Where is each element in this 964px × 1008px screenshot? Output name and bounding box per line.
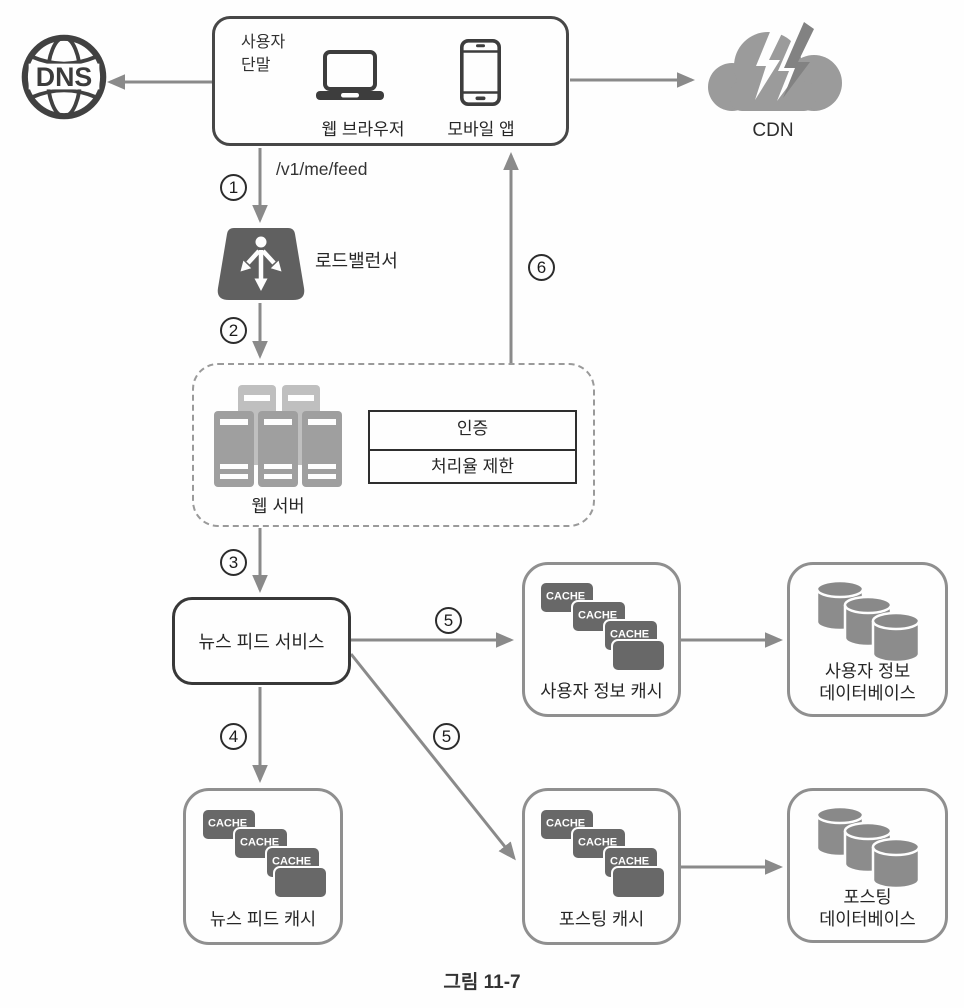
load-balancer-label: 로드밸런서 [315, 251, 398, 271]
auth-rate-limit-table: 인증 처리율 제한 [368, 410, 577, 484]
load-balancer-icon [217, 228, 305, 300]
posting-cache-label: 포스팅 캐시 [558, 909, 645, 929]
svg-text:CACHE: CACHE [240, 837, 279, 849]
news-feed-cache-box: CACHE CACHE CACHE 뉴스 피드 캐시 [183, 788, 343, 945]
svg-text:CACHE: CACHE [610, 856, 649, 868]
user-info-db-box: 사용자 정보 데이터베이스 [787, 562, 948, 717]
web-browser-label: 웹 브라우저 [321, 120, 405, 139]
step-6-badge: 6 [528, 254, 555, 281]
cache-icon: CACHE CACHE CACHE [201, 808, 328, 899]
figure-caption: 그림 11-7 [443, 972, 521, 993]
mobile-app-label: 모바일 앱 [447, 120, 515, 139]
step-5-badge-diag: 5 [433, 723, 460, 750]
feed-path-label: /v1/me/feed [276, 159, 368, 179]
step-4-badge: 4 [220, 723, 247, 750]
cache-icon: CACHE CACHE CACHE [539, 581, 666, 672]
user-device-title: 사용자 단말 [241, 34, 286, 74]
mobile-phone-icon [460, 39, 501, 106]
arrow-service-to-postingcache [349, 653, 516, 861]
svg-text:CACHE: CACHE [578, 837, 617, 849]
posting-db-box: 포스팅 데이터베이스 [787, 788, 948, 943]
auth-row: 인증 [456, 419, 489, 438]
step-3-badge: 3 [220, 549, 247, 576]
svg-text:CACHE: CACHE [272, 856, 311, 868]
dns-icon: DNS [21, 34, 107, 120]
step-1-badge: 1 [220, 174, 247, 201]
database-icon [815, 579, 921, 664]
cdn-icon [708, 22, 842, 111]
news-feed-cache-label: 뉴스 피드 캐시 [209, 909, 317, 929]
lightning-bolt-right [783, 22, 814, 98]
svg-text:CACHE: CACHE [546, 818, 585, 830]
step-2-badge: 2 [220, 317, 247, 344]
lightning-bolt-left [755, 27, 785, 100]
laptop-icon [316, 50, 384, 100]
user-info-cache-box: CACHE CACHE CACHE 사용자 정보 캐시 [522, 562, 681, 717]
cdn-label: CDN [752, 120, 794, 141]
posting-db-label: 포스팅 데이터베이스 [819, 887, 916, 929]
database-icon [815, 805, 921, 890]
step-5-badge-top: 5 [435, 607, 462, 634]
web-server-box [192, 363, 595, 527]
cache-icon: CACHE CACHE CACHE [539, 808, 666, 899]
web-server-icon [214, 385, 342, 487]
web-server-label: 웹 서버 [251, 496, 305, 516]
svg-text:CACHE: CACHE [546, 591, 585, 603]
posting-cache-box: CACHE CACHE CACHE 포스팅 캐시 [522, 788, 681, 945]
svg-text:CACHE: CACHE [610, 629, 649, 641]
user-info-cache-label: 사용자 정보 캐시 [540, 681, 663, 701]
svg-text:CACHE: CACHE [208, 818, 247, 830]
user-info-db-label: 사용자 정보 데이터베이스 [819, 661, 916, 703]
svg-text:CACHE: CACHE [578, 610, 617, 622]
news-feed-service-box: 뉴스 피드 서비스 [172, 597, 351, 685]
rate-limit-row: 처리율 제한 [370, 449, 575, 483]
dns-label: DNS [36, 62, 92, 92]
user-device-box: 사용자 단말 웹 브라우저 모바일 앱 [212, 16, 569, 146]
